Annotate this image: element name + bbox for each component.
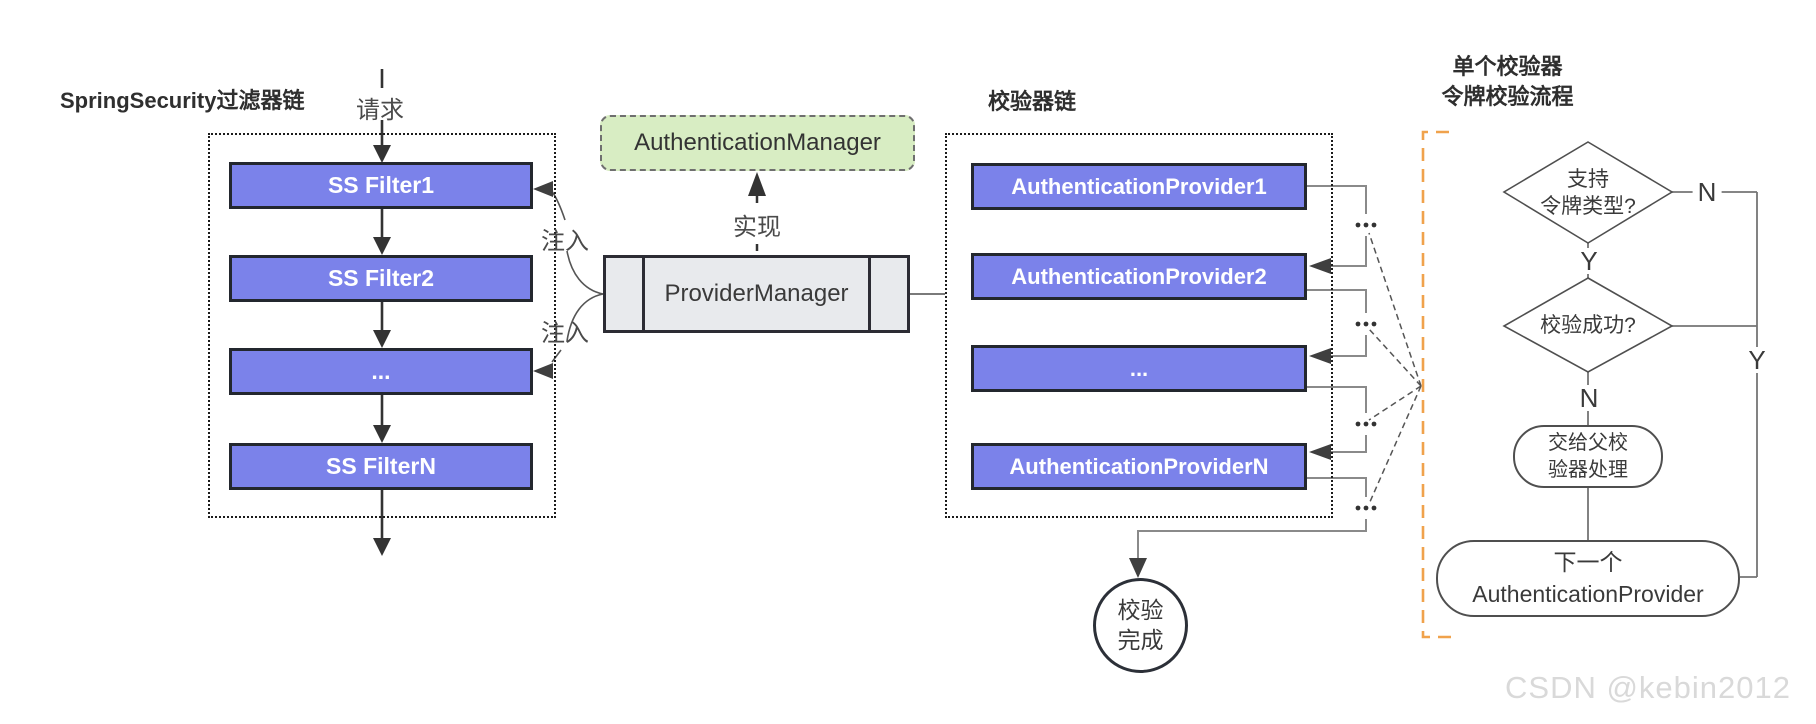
node-auth-provider-2: AuthenticationProvider2 — [971, 253, 1307, 300]
diamond-supports-token-label: 支持 令牌类型? — [1540, 167, 1636, 218]
token-flow-title: 单个校验器 令牌校验流程 — [1441, 54, 1574, 109]
node-ss-filter-1: SS Filter1 — [229, 162, 533, 209]
pm-left-divider — [642, 258, 645, 330]
connector-ellipsis-dots — [1355, 222, 1377, 511]
node-authentication-manager: AuthenticationManager — [600, 115, 915, 171]
node-auth-provider-1: AuthenticationProvider1 — [971, 163, 1307, 210]
provider-chain-title: 校验器链 — [988, 89, 1077, 114]
filter-chain-frame — [208, 133, 556, 518]
diamond-validate-success-label: 校验成功? — [1540, 314, 1636, 338]
label-n-supports: N — [1692, 179, 1722, 205]
injection-brace-curves — [533, 181, 604, 379]
flowchart-diamonds — [1502, 141, 1674, 373]
node-ss-filter-2: SS Filter2 — [229, 255, 533, 302]
label-n-success: N — [1574, 385, 1604, 411]
diamond-validate-success — [1502, 277, 1674, 373]
inject-label-top: 注入 — [541, 228, 589, 255]
node-next-authentication-provider: 下一个 AuthenticationProvider — [1436, 540, 1740, 617]
provider-connectors — [1129, 185, 1367, 578]
orange-bracket — [1421, 130, 1459, 639]
diamond-supports-token — [1502, 141, 1674, 244]
node-auth-provider-ellipsis: ... — [971, 345, 1307, 392]
node-parent-validator-handler: 交给父校 验器处理 — [1513, 425, 1663, 488]
filter-chain-arrows — [373, 69, 391, 556]
inject-label-bottom: 注入 — [541, 320, 589, 347]
node-ss-filter-ellipsis: ... — [229, 348, 533, 395]
node-auth-provider-n: AuthenticationProviderN — [971, 443, 1307, 490]
node-ss-filter-n: SS FilterN — [229, 443, 533, 490]
dashed-fan-lines — [1368, 232, 1422, 505]
request-label: 请求 — [356, 97, 404, 124]
filter-chain-title: SpringSecurity过滤器链 — [60, 88, 305, 113]
provider-manager-label: ProviderManager — [664, 280, 849, 307]
node-provider-manager: ProviderManager — [603, 255, 910, 333]
csdn-watermark: CSDN @kebin2012 — [1505, 670, 1791, 705]
provider-chain-frame — [945, 133, 1333, 518]
pm-right-divider — [868, 258, 871, 330]
label-y-success: Y — [1743, 347, 1771, 373]
node-validation-complete: 校验 完成 — [1093, 578, 1188, 673]
label-y-supports: Y — [1575, 248, 1603, 274]
flowchart-lines — [1587, 191, 1758, 578]
implements-label: 实现 — [727, 207, 787, 242]
